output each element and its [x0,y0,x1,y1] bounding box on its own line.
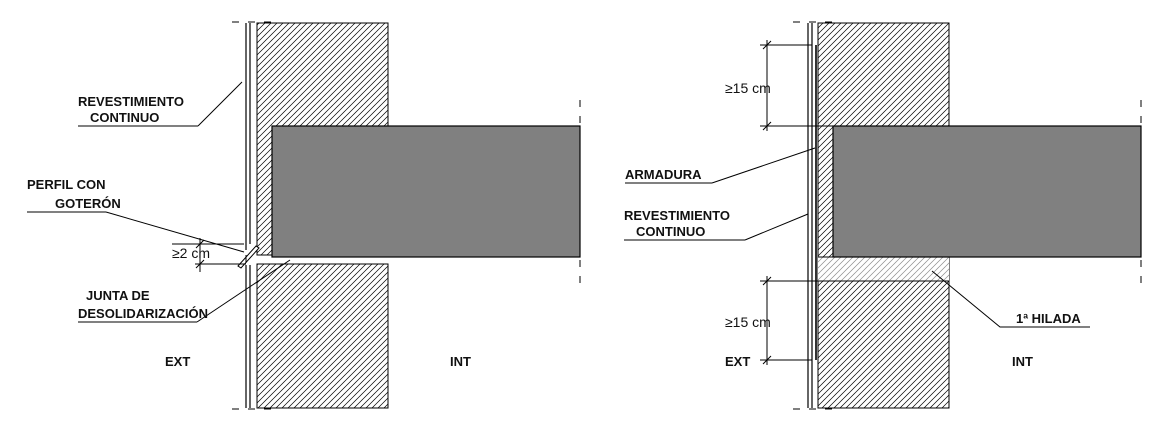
left-render-layer [245,23,251,408]
right-render-layer [807,23,813,408]
right-dimension-bottom: ≥15 cm [725,276,818,365]
right-dim-top-text: ≥15 cm [725,80,771,96]
left-dim-gap-text: ≥2 cm [172,245,210,261]
right-label-int: INT [1012,354,1033,369]
left-label-perfil-2: GOTERÓN [55,196,121,211]
right-label-ext: EXT [725,354,750,369]
right-label-revestimiento-1: REVESTIMIENTO [624,208,730,223]
left-leader-revestimiento [197,81,243,127]
right-leader-armadura [711,147,816,184]
left-slab [271,125,581,258]
left-label-revestimiento-1: REVESTIMIENTO [78,94,184,109]
left-wall-lower [256,263,389,409]
drip-profile [237,245,260,269]
right-first-course [818,256,949,282]
right-dim-bottom-text: ≥15 cm [725,314,771,330]
right-leader-revestimiento [744,213,809,241]
left-label-ext: EXT [165,354,190,369]
left-label-int: INT [450,354,471,369]
left-label-revestimiento-2: CONTINUO [90,110,159,125]
right-detail: ≥15 cm ≥15 cm ARMADURA REVESTIMIENTO CON… [624,21,1142,410]
right-label-revestimiento-2: CONTINUO [636,224,705,239]
left-label-junta-1: JUNTA DE [86,288,150,303]
left-leader-junta [196,259,291,323]
left-detail: REVESTIMIENTO CONTINUO PERFIL CON GOTERÓ… [27,21,581,410]
right-dimension-top: ≥15 cm [725,40,833,131]
right-label-armadura: ARMADURA [625,167,702,182]
right-label-hilada: 1ª HILADA [1016,311,1081,326]
left-dimension-gap: ≥2 cm [172,238,246,272]
right-slab [832,125,1142,258]
left-leader-perfil [105,211,245,253]
right-leader-hilada [931,270,1090,328]
left-label-junta-2: DESOLIDARIZACIÓN [78,306,208,321]
left-label-perfil-1: PERFIL CON [27,177,106,192]
